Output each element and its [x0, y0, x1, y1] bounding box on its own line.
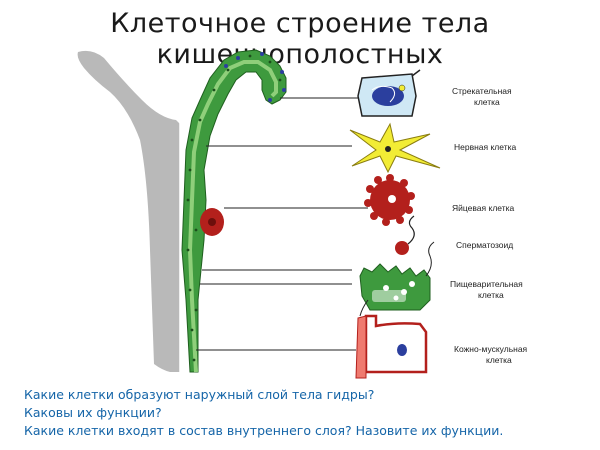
- cell-label-sperm: Сперматозоид: [456, 240, 513, 250]
- svg-text:клетка: клетка: [478, 290, 504, 300]
- page-title: Клеточное строение тела кишечнополостных: [110, 8, 490, 70]
- egg-cell-icon: [364, 174, 415, 226]
- body-wall-inner-layer: [187, 60, 278, 373]
- skin-muscle-cell-icon: [355, 314, 428, 379]
- cell-nuclei-dots: [186, 54, 282, 362]
- question-1: Какие клетки образуют наружный слой тела…: [24, 387, 375, 402]
- svg-text:клетка: клетка: [474, 97, 500, 107]
- cell-label-stinging: Стрекательная клетка: [452, 86, 512, 107]
- egg-bulge-nucleus: [208, 218, 216, 226]
- nerve-cell-icon: [349, 122, 441, 174]
- pointer-lines: [196, 97, 368, 351]
- svg-text:клетка: клетка: [486, 355, 512, 365]
- question-3: Какие клетки входят в состав внутреннего…: [24, 423, 504, 438]
- hydra-body-silhouette: [77, 50, 180, 372]
- cell-label-skin-muscle: Кожно-мускульная клетка: [454, 344, 528, 365]
- cell-label-egg: Яйцевая клетка: [452, 203, 515, 213]
- body-wall-ectoderm: [181, 49, 287, 373]
- cell-label-nerve: Нервная клетка: [454, 142, 517, 152]
- questions-block: Какие клетки образуют наружный слой тела…: [24, 386, 584, 440]
- question-2: Каковы их функции?: [24, 405, 162, 420]
- stinging-cells-on-tentacle: [224, 52, 286, 102]
- cell-label-digestive: Пищеварительная клетка: [450, 279, 523, 300]
- stinging-cell-icon: [357, 69, 421, 117]
- svg-text:Стрекательная: Стрекательная: [452, 86, 512, 96]
- svg-text:Пищеварительная: Пищеварительная: [450, 279, 523, 289]
- svg-text:Кожно-мускульная: Кожно-мускульная: [454, 344, 528, 354]
- sperm-cell-icon: [395, 215, 415, 255]
- digestive-cell-icon: [359, 241, 435, 317]
